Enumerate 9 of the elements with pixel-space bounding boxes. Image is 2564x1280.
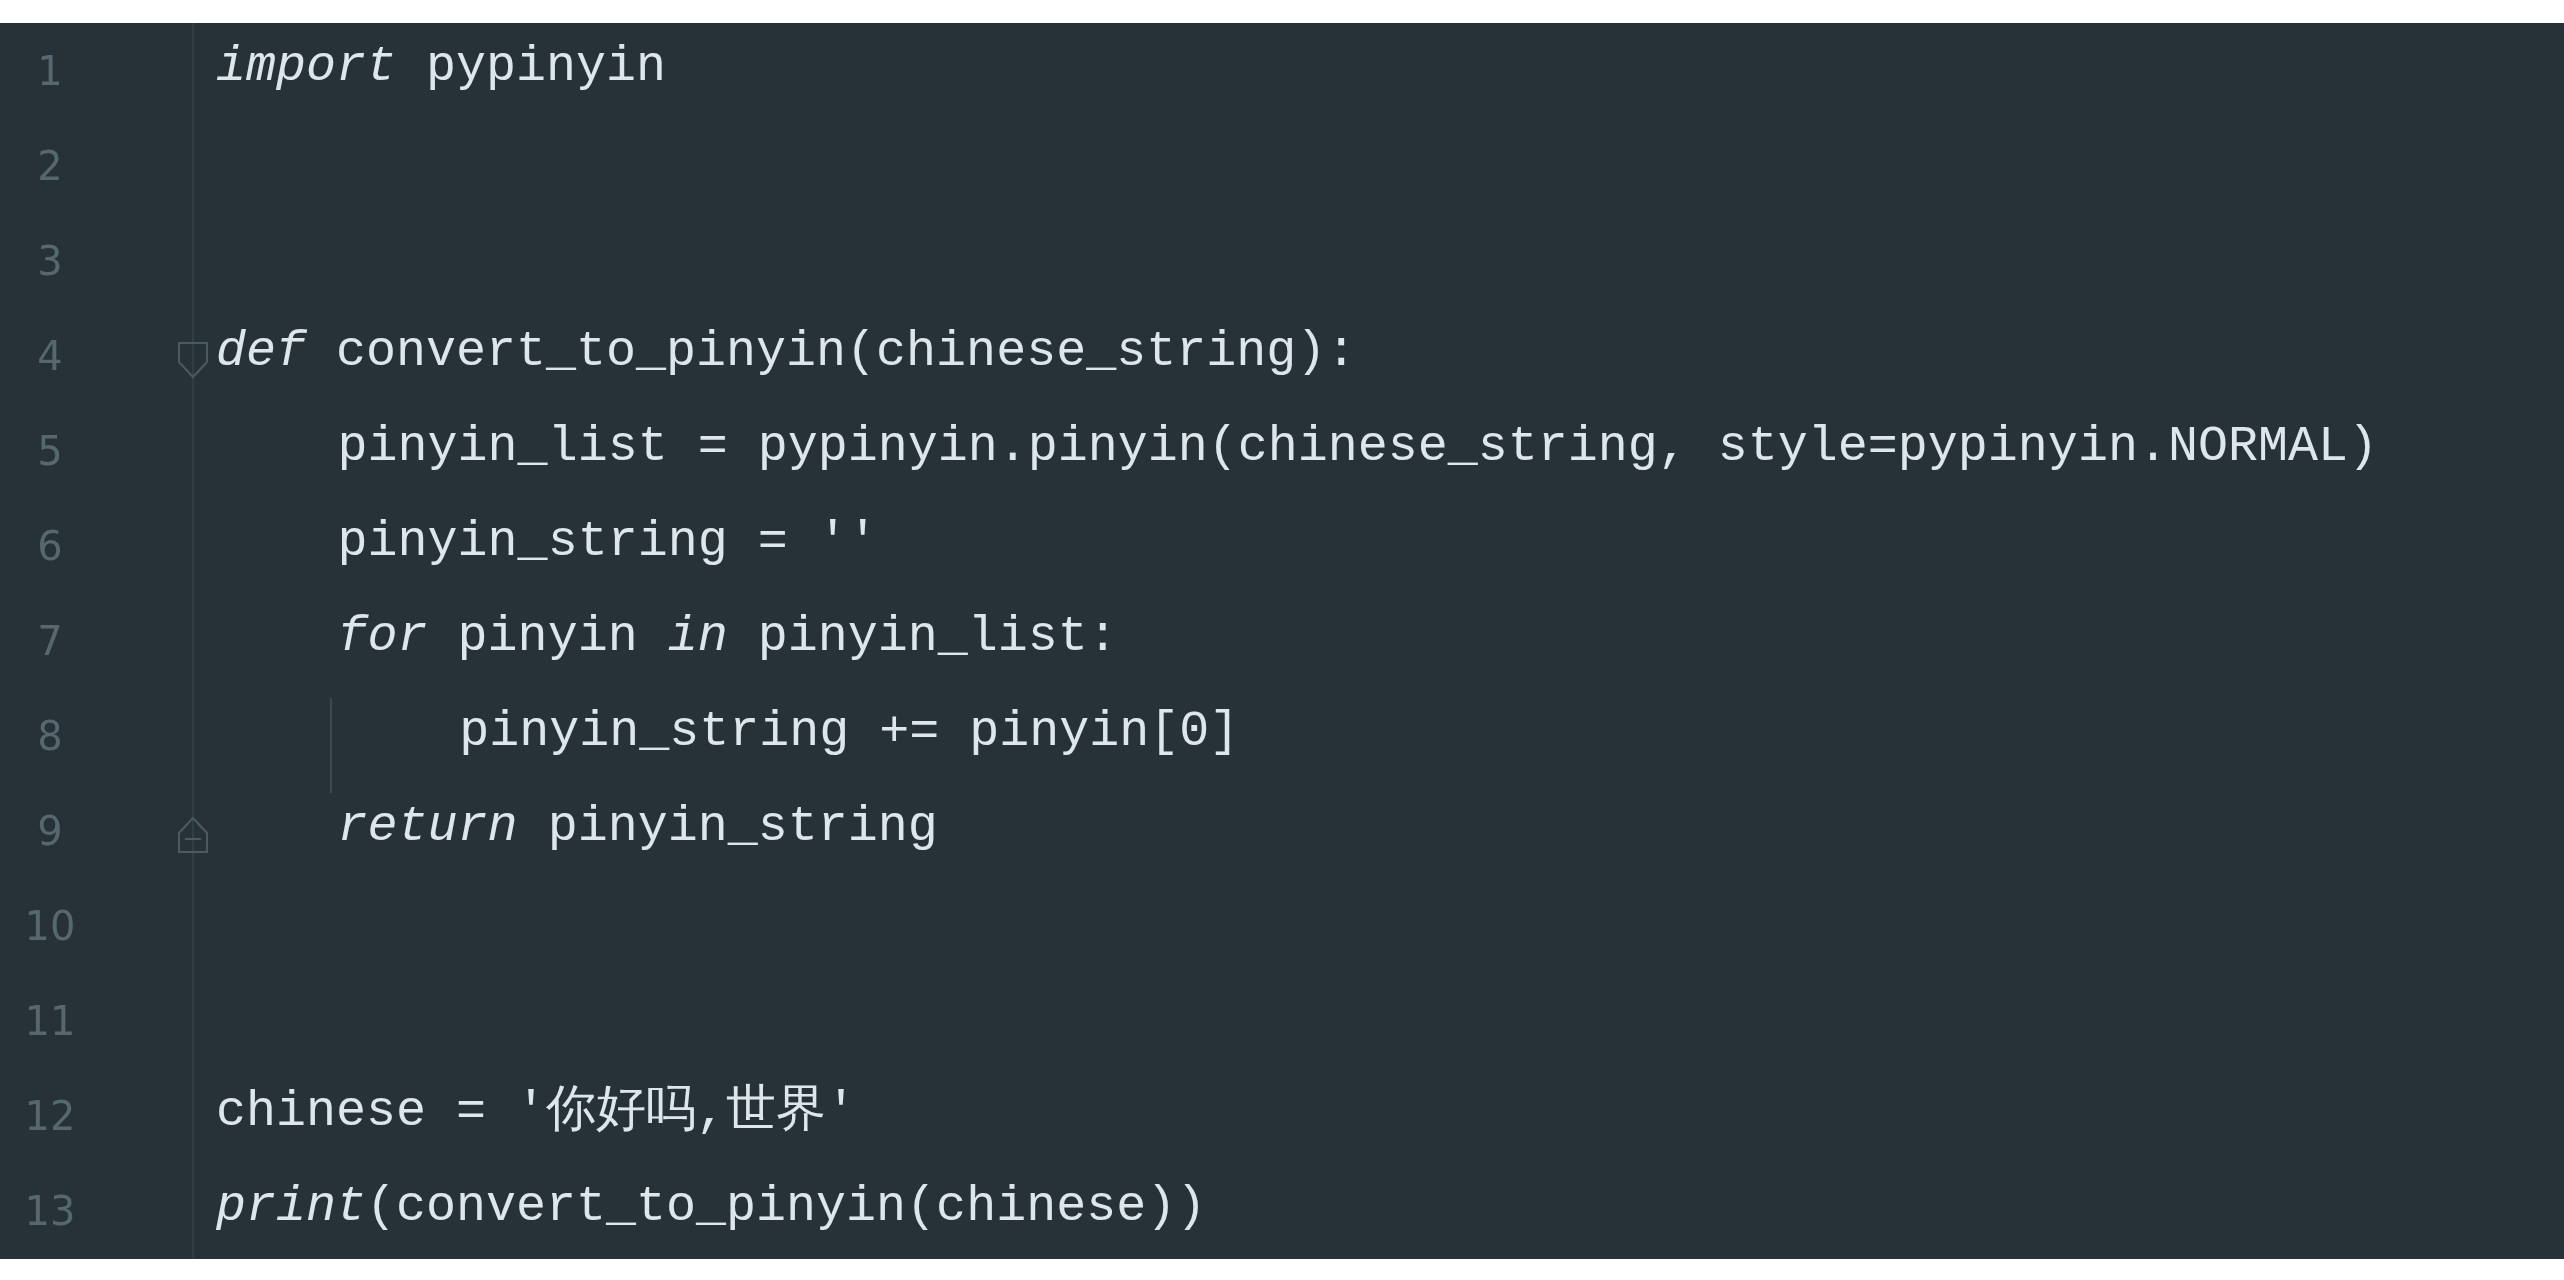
code-line: print(convert_to_pinyin(chinese)): [216, 1177, 1207, 1237]
code-line: pinyin_string += pinyin[0]: [459, 702, 1240, 762]
code-line: pinyin_list = pypinyin.pinyin(chinese_string, style=pypinyin.NORMAL): [337, 417, 2378, 477]
code-line: import pypinyin: [216, 37, 667, 97]
code-line: return pinyin_string: [337, 797, 938, 857]
code-line: def convert_to_pinyin(chinese_string):: [216, 322, 1357, 382]
code-line: for pinyin in pinyin_list:: [337, 607, 1118, 667]
code-line: pinyin_string = '': [337, 512, 878, 572]
code-line: chinese = '你好吗,世界': [216, 1082, 857, 1142]
